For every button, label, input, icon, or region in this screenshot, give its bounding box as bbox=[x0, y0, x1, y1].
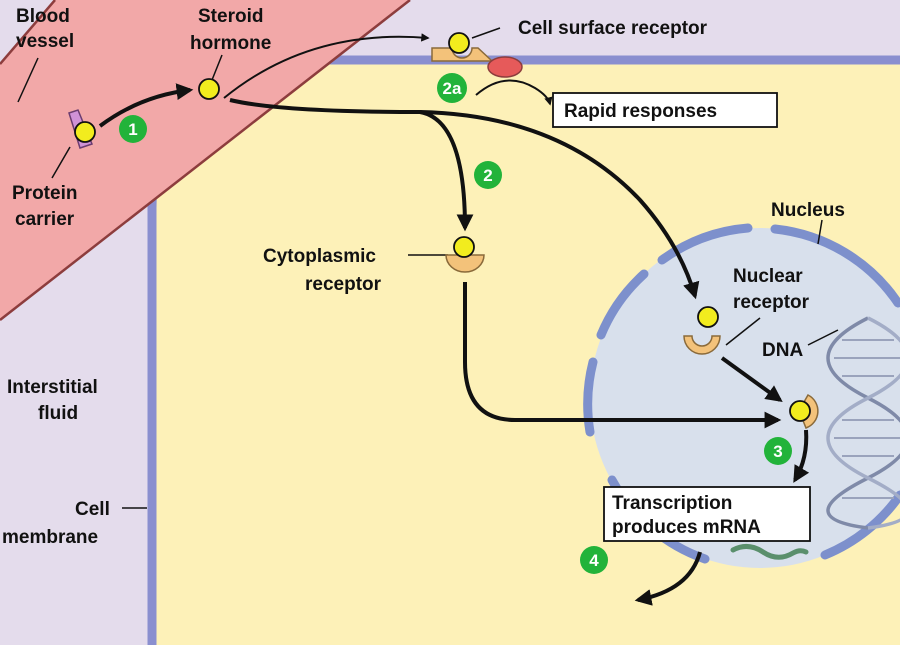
transcription-box bbox=[603, 486, 811, 542]
transcription-label-line1: Transcription bbox=[612, 493, 732, 514]
svg-text:2: 2 bbox=[483, 166, 492, 185]
label-dna: DNA bbox=[762, 340, 803, 361]
label-interstitial-fluid-line1: Interstitial bbox=[7, 377, 98, 398]
label-cytoplasmic-receptor-line1: Cytoplasmic bbox=[263, 246, 376, 267]
steroid-hormone bbox=[198, 78, 220, 100]
arrow-step-1 bbox=[98, 83, 194, 128]
svg-text:1: 1 bbox=[128, 120, 137, 139]
label-cell-membrane-line1: Cell bbox=[75, 499, 110, 520]
label-nuclear-receptor-line2: receptor bbox=[733, 292, 810, 313]
label-steroid-hormone-line2: hormone bbox=[190, 33, 271, 54]
pathway-arrows bbox=[98, 33, 810, 606]
hormone-near-nuclear-receptor bbox=[697, 306, 719, 328]
arrow-cytoplasmic-to-nucleus bbox=[463, 282, 782, 429]
step-badge-1: 1 bbox=[119, 115, 147, 143]
arrow-step-4 bbox=[634, 551, 702, 606]
label-protein-carrier-line2: carrier bbox=[15, 209, 75, 230]
cytoplasmic-receptor bbox=[445, 236, 485, 273]
arrow-nuclear-receptor-to-dna bbox=[720, 356, 783, 402]
rapid-responses-box bbox=[552, 92, 778, 128]
nuclear-envelope bbox=[583, 223, 900, 564]
label-nucleus: Nucleus bbox=[771, 200, 845, 221]
leader-lines bbox=[17, 27, 839, 509]
svg-text:4: 4 bbox=[589, 551, 599, 570]
hormone-on-surface-receptor bbox=[448, 32, 470, 54]
hormone-on-carrier bbox=[74, 121, 96, 143]
label-steroid-hormone-line1: Steroid bbox=[198, 6, 263, 27]
label-cell-membrane-line2: membrane bbox=[2, 527, 98, 548]
blood-vessel-upper-wall bbox=[0, 0, 56, 65]
label-nuclear-receptor-line1: Nuclear bbox=[733, 266, 803, 287]
arrow-step-3 bbox=[793, 429, 810, 483]
label-cell-surface-receptor: Cell surface receptor bbox=[518, 18, 708, 39]
step-badge-3: 3 bbox=[764, 437, 792, 465]
arrow-to-nuclear-receptor bbox=[419, 110, 700, 300]
dna-helix bbox=[826, 316, 900, 530]
cell-surface-receptor bbox=[431, 32, 523, 78]
transcription-label-line2: produces mRNA bbox=[612, 517, 761, 538]
label-cytoplasmic-receptor-line2: receptor bbox=[305, 274, 382, 295]
hormone-on-cytoplasmic-receptor bbox=[453, 236, 475, 258]
svg-text:3: 3 bbox=[773, 442, 782, 461]
blood-vessel-lower-wall bbox=[0, 0, 411, 321]
label-interstitial-fluid-line2: fluid bbox=[38, 403, 78, 424]
svg-text:2a: 2a bbox=[443, 79, 462, 98]
label-protein-carrier-line1: Protein bbox=[12, 183, 77, 204]
step-badge-4: 4 bbox=[580, 546, 608, 574]
mrna-strand bbox=[730, 544, 809, 560]
signaling-enzyme bbox=[487, 56, 523, 78]
rapid-responses-label: Rapid responses bbox=[564, 101, 717, 122]
arrow-step-2 bbox=[229, 98, 474, 232]
nucleus bbox=[590, 228, 900, 568]
label-blood-vessel-line1: Blood bbox=[16, 6, 70, 27]
label-blood-vessel-line2: vessel bbox=[16, 31, 74, 52]
step-badge-2a: 2a bbox=[437, 73, 467, 103]
nuclear-receptor bbox=[683, 306, 721, 355]
step-badge-2: 2 bbox=[474, 161, 502, 189]
protein-carrier bbox=[68, 109, 96, 149]
arrow-to-cell-surface-receptor bbox=[223, 33, 430, 99]
arrow-to-rapid-responses bbox=[475, 79, 553, 106]
hormone-receptor-complex bbox=[789, 394, 819, 429]
